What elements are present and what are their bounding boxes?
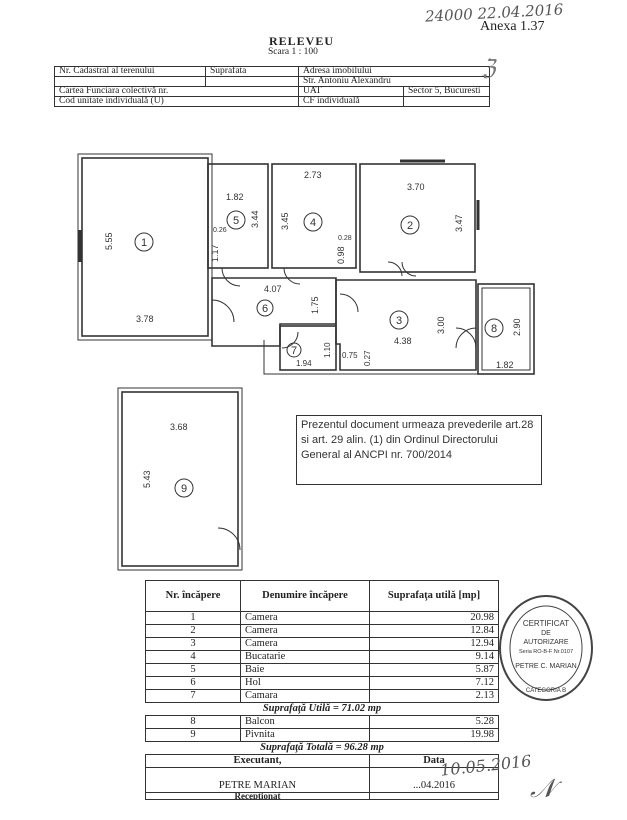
room-8-outline <box>477 283 535 375</box>
room-6-outline <box>211 277 337 347</box>
signature-mark: ℨ <box>482 56 496 81</box>
room-4-outline <box>271 163 357 269</box>
dim-r4-h: 3.45 <box>280 212 290 230</box>
col-header-area: Suprafaţa utilă [mp] <box>369 580 499 612</box>
dim-r5-a: 0.26 <box>213 227 227 234</box>
room-number-6: 6 <box>262 303 268 315</box>
authorization-stamp: CERTIFICAT DE AUTORIZARE Seria RO-B-F Nr… <box>499 595 593 701</box>
room-number-5: 5 <box>233 215 239 227</box>
dim-r9-w: 3.68 <box>170 422 188 432</box>
receptionat-label: Receptionat <box>145 792 370 800</box>
room-number-3: 3 <box>396 315 402 327</box>
stamp-line-3: AUTORIZARE <box>524 639 569 646</box>
room-2-outline <box>359 163 476 273</box>
dim-r3-w: 4.38 <box>394 336 412 346</box>
dim-r1-h: 5.55 <box>104 232 114 250</box>
room-number-1: 1 <box>141 237 147 249</box>
col-header-name: Denumire încăpere <box>240 580 370 612</box>
annex-label: Anexa 1.37 <box>480 19 545 34</box>
room-9-outline <box>121 391 239 567</box>
legal-note: Prezentul document urmeaza prevederile a… <box>296 415 542 485</box>
room-number-8: 8 <box>491 323 497 335</box>
executant-name: PETRE MARIAN <box>145 767 370 793</box>
room-7-outline <box>279 325 337 371</box>
page-title: RELEVEU <box>269 34 335 48</box>
dim-r4-b: 0.98 <box>336 246 346 264</box>
dim-r7-w: 1.94 <box>296 359 312 368</box>
dim-r3-h: 3.00 <box>436 316 446 334</box>
stamp-line-4: Seria RO-B-F Nr.0107 <box>519 649 573 655</box>
header-table: Nr. Cadastral al terenului Suprafata Adr… <box>54 66 490 107</box>
room-number-7: 7 <box>291 345 297 357</box>
room-5-outline <box>207 163 269 269</box>
signature: 𝒩 <box>530 774 555 804</box>
room-number-2: 2 <box>407 220 413 232</box>
dim-r4-a: 0.28 <box>338 235 352 242</box>
dim-r6-h: 1.75 <box>310 296 320 314</box>
scale-label: Scara 1 : 100 <box>268 47 318 57</box>
dim-r1-w: 3.78 <box>136 314 154 324</box>
stamp-line-6: CATEGORIA B <box>526 688 566 694</box>
executant-label: Executant, <box>145 754 370 768</box>
stamp-line-2: DE <box>541 630 551 637</box>
dim-r6-w: 4.07 <box>264 284 282 294</box>
cf-individual-value <box>403 96 490 107</box>
room-3-outline <box>335 279 477 371</box>
dim-r5-h: 3.44 <box>250 210 260 228</box>
col-header-number: Nr. încăpere <box>145 580 241 612</box>
dim-r3-a: 0.75 <box>342 351 358 360</box>
dim-r8-h: 2.90 <box>512 318 522 336</box>
dim-r9-h: 5.43 <box>142 470 152 488</box>
dim-r2-w: 3.70 <box>407 182 425 192</box>
dim-r4-w: 2.73 <box>304 170 322 180</box>
stamp-line-5: PETRE C. MARIAN <box>515 663 576 670</box>
areas-table: Nr. încăpere Denumire încăpere Suprafaţa… <box>145 580 499 800</box>
dim-r8-w: 1.82 <box>496 360 514 370</box>
useful-area-total: Suprafaţă Utilă = 71.02 mp <box>145 702 499 716</box>
dim-r2-h: 3.47 <box>454 214 464 232</box>
room-number-9: 9 <box>181 483 187 495</box>
dim-r5-b: 1.17 <box>210 244 220 262</box>
dim-r5-w: 1.82 <box>226 192 244 202</box>
stamp-line-1: CERTIFICAT <box>523 619 569 628</box>
dim-r7-h: 1.10 <box>323 342 332 358</box>
total-area: Suprafaţă Totală = 96.28 mp <box>145 741 499 755</box>
room-1-outer-wall <box>77 153 213 341</box>
room-number-4: 4 <box>310 217 316 229</box>
dim-r3-b: 0.27 <box>363 350 372 366</box>
